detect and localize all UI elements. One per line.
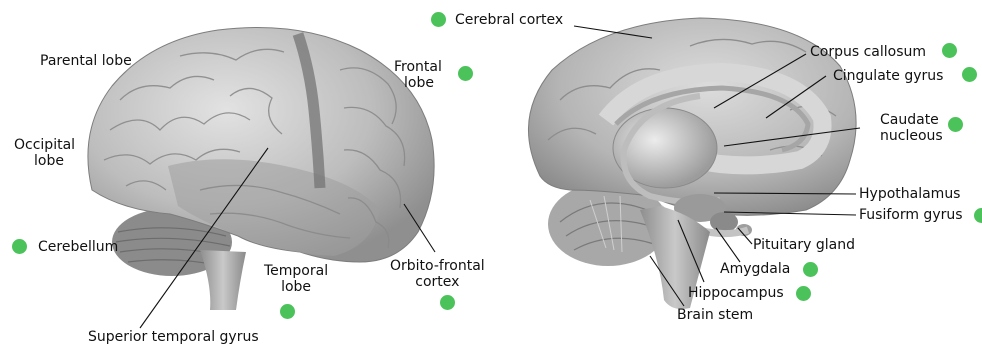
left-brainstem-shape	[200, 250, 246, 310]
label-frontal-lobe-line2: lobe	[404, 75, 442, 91]
label-occipital-lobe: Occipital lobe	[14, 137, 75, 169]
marker-cerebral-cortex	[431, 12, 446, 27]
label-caudate-nucleous: Caudate nucleous	[880, 112, 943, 144]
label-amygdala: Amygdala	[720, 261, 790, 277]
label-temporal-lobe-line1: Temporal	[264, 263, 328, 279]
label-caudate-line1: Caudate	[880, 112, 943, 128]
label-corpus-callosum: Corpus callosum	[810, 44, 926, 60]
marker-fusiform-gyrus	[974, 208, 982, 223]
marker-orbito-frontal-cortex	[440, 295, 455, 310]
label-frontal-lobe-line1: Frontal	[394, 59, 442, 75]
label-orbito-frontal-line2: cortex	[390, 274, 485, 290]
marker-cingulate-gyrus	[962, 67, 977, 82]
label-superior-temporal-gyrus: Superior temporal gyrus	[88, 329, 259, 345]
marker-frontal-lobe	[458, 66, 473, 81]
label-brain-stem: Brain stem	[677, 307, 753, 323]
label-cingulate-gyrus: Cingulate gyrus	[833, 68, 943, 84]
label-fusiform-gyrus: Fusiform gyrus	[859, 207, 963, 223]
label-parental-lobe: Parental lobe	[40, 53, 132, 69]
marker-hippocampus	[796, 286, 811, 301]
label-temporal-lobe: Temporal lobe	[264, 263, 328, 295]
marker-caudate-nucleous	[948, 117, 963, 132]
label-occipital-lobe-line2: lobe	[34, 153, 75, 169]
label-temporal-lobe-line2: lobe	[264, 279, 328, 295]
marker-corpus-callosum	[942, 43, 957, 58]
marker-cerebellum	[12, 239, 27, 254]
label-pituitary-gland: Pituitary gland	[753, 237, 855, 253]
marker-temporal-lobe	[280, 304, 295, 319]
marker-amygdala	[803, 262, 818, 277]
label-hippocampus: Hippocampus	[688, 285, 784, 301]
label-frontal-lobe: Frontal lobe	[394, 59, 442, 91]
label-orbito-frontal-cortex: Orbito-frontal cortex	[390, 258, 485, 290]
label-cerebral-cortex: Cerebral cortex	[455, 12, 563, 28]
label-occipital-lobe-line1: Occipital	[14, 137, 75, 153]
amygdala-shape	[710, 212, 738, 232]
label-hypothalamus: Hypothalamus	[859, 186, 960, 202]
label-cerebellum: Cerebellum	[38, 239, 118, 255]
label-caudate-line2: nucleous	[880, 128, 943, 144]
label-orbito-frontal-line1: Orbito-frontal	[390, 258, 485, 274]
lateral-brain	[88, 28, 434, 311]
